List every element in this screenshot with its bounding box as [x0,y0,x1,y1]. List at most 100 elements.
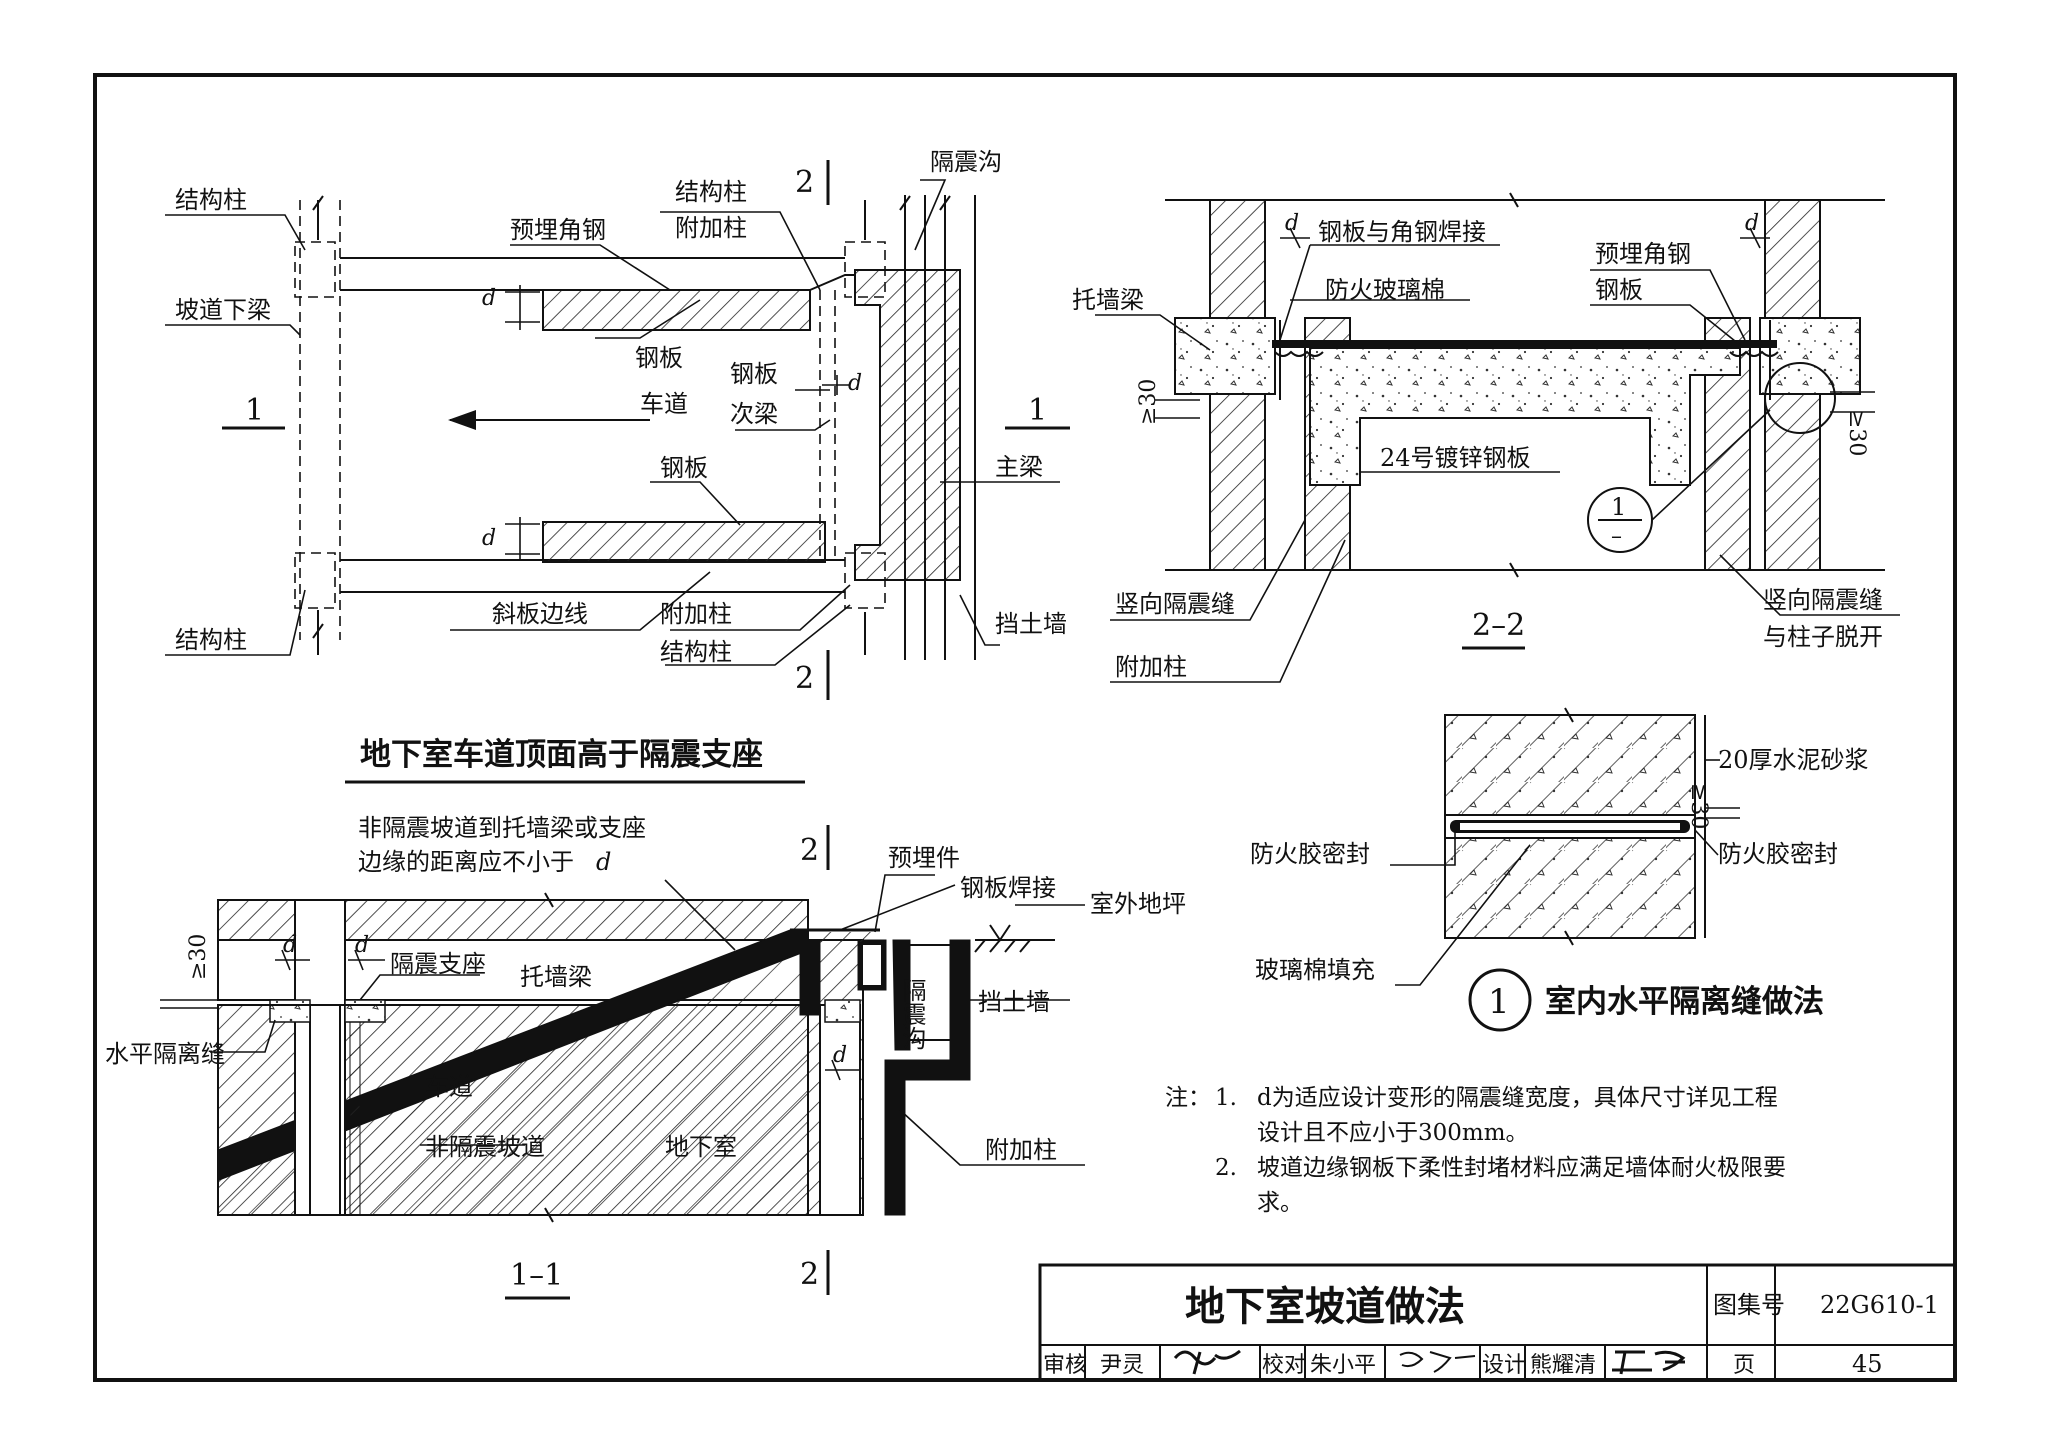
label-vert-joint-r1: 竖向隔震缝 [1763,586,1883,614]
label-col-bl: 结构柱 [175,626,247,654]
bearing-left [269,999,311,1023]
label-steel-bottom: 钢板 [660,454,708,482]
check-label: 校对 [1262,1353,1306,1378]
steel-plate-top [542,289,811,331]
retaining-wall-black [884,939,971,1216]
label-steel-mid: 钢板 [730,360,778,388]
detail-1: 20厚水泥砂浆 ≥30 防火胶密封 防火胶密封 玻璃棉填充 1 室内水平隔离缝做… [1250,707,1869,1032]
label-d-left-22: d [1285,211,1299,236]
plan-caption: 地下室车道顶面高于隔震支座 [360,737,763,773]
detail-sheet: – [1611,524,1622,549]
label-non-iso-ramp: 非隔震坡道 [425,1133,545,1161]
label-steel-22: 钢板 [1595,276,1643,304]
label-retaining-wall: 挡土墙 [995,610,1067,638]
label-lane: 车道 [640,390,688,418]
section-mark-11-top: 2 [800,833,819,868]
label-mortar: 20厚水泥砂浆 [1718,746,1869,774]
title-block: 地下室坡道做法 图集号 22G610-1 审核 尹灵 校对 朱小平 设计 熊耀清… [1038,1263,1957,1382]
label-d-mid: d [848,371,862,396]
section-mark-11-bottom: 2 [800,1257,819,1292]
label-add-col-bottom: 附加柱 [660,600,732,628]
note-d: d [596,848,611,876]
designer-name: 熊耀清 [1530,1353,1596,1378]
steel-plate-bottom [542,521,826,563]
label-horiz-joint: 水平隔离缝 [105,1040,225,1068]
design-label: 设计 [1482,1353,1526,1378]
label-add-col-22: 附加柱 [1115,653,1187,681]
label-wall-beam-11: 托墙梁 [520,963,592,991]
note-2-line2: 求。 [1257,1190,1303,1216]
label-ge30-d1: ≥30 [1686,783,1711,829]
label-col-bottom: 结构柱 [660,638,732,666]
label-weld-11: 钢板焊接 [960,874,1056,902]
main-beam [854,269,961,581]
label-add-col-11: 附加柱 [985,1136,1057,1164]
title-text: 地下室坡道做法 [1185,1283,1465,1330]
review-label: 审核 [1043,1353,1087,1378]
label-d-top: d [482,286,496,311]
label-glass-fill: 玻璃棉填充 [1255,956,1375,984]
checker-signature [1399,1351,1476,1373]
label-trench: 隔震沟 [930,148,1002,176]
label-seal-right: 防火胶密封 [1718,840,1838,868]
sheet-border [93,73,1957,1382]
label-d-right-22: d [1745,211,1759,236]
label-weld: 钢板与角钢焊接 [1318,218,1486,246]
label-retaining-wall-11: 挡土墙 [978,988,1050,1016]
note-line1: 非隔震坡道到托墙梁或支座 [358,814,646,842]
section-22-caption: 2–2 [1472,608,1525,643]
note-1-line2: 设计且不应小于300mm。 [1257,1120,1529,1146]
label-seal-left: 防火胶密封 [1250,840,1370,868]
note-1-num: 1. [1215,1085,1237,1111]
label-d3-11: d [833,1043,847,1068]
detail-1-number: 1 [1488,982,1510,1022]
label-ramp-beam: 坡道下梁 [175,296,271,324]
section-mark-right: 1 [1028,393,1047,428]
bearing-right [344,999,386,1023]
label-slope-edge: 斜板边线 [492,600,588,628]
detail-num: 1 [1611,493,1626,521]
page-number: 45 [1852,1350,1883,1378]
checker-name: 朱小平 [1310,1353,1376,1378]
label-steel-top: 钢板 [635,344,683,372]
note-1-line1: d为适应设计变形的隔震缝宽度，具体尺寸详见工程 [1257,1085,1778,1111]
label-main-beam: 主梁 [995,453,1043,481]
reviewer-name: 尹灵 [1100,1353,1144,1378]
section-mark-left: 1 [245,393,264,428]
label-fire-wool: 防火玻璃棉 [1325,276,1445,304]
page-label: 页 [1733,1353,1755,1378]
label-col-tl: 结构柱 [175,186,247,214]
label-ge30-left: ≥30 [1136,379,1161,425]
label-ge30-right: ≥30 [1844,410,1869,456]
section-mark-bottom: 2 [795,661,814,696]
label-ge30-11: ≥30 [186,934,211,980]
reviewer-signature [1173,1349,1241,1375]
detail-1-circle [1468,968,1532,1032]
label-vert-joint-r2: 与柱子脱开 [1763,623,1883,651]
note-2-line1: 坡道边缘钢板下柔性封堵材料应满足墙体耐火极限要 [1257,1155,1786,1181]
label-d1-11: d [283,933,297,958]
notes: 注： 1. d为适应设计变形的隔震缝宽度，具体尺寸详见工程 设计且不应小于300… [1165,1085,1786,1216]
label-secondary-beam: 次梁 [730,400,778,428]
label-basement: 地下室 [665,1133,737,1161]
label-embed: 预埋件 [888,844,960,872]
section-mark-top: 2 [795,165,814,200]
label-trench-11: 隔震沟 [898,978,926,1050]
label-embed-angle-22: 预埋角钢 [1595,240,1691,268]
designer-signature [1612,1350,1686,1375]
label-add-col-top: 附加柱 [675,214,747,242]
label-bearing: 隔震支座 [390,950,486,978]
label-d-bottom: d [482,526,496,551]
label-col-top: 结构柱 [675,178,747,206]
label-embed-angle: 预埋角钢 [510,216,606,244]
label-galv: 24号镀锌钢板 [1380,444,1531,472]
label-lane-11: 车道 [425,1073,473,1101]
label-wall-beam: 托墙梁 [1072,286,1144,314]
label-outdoor: 室外地坪 [1090,890,1186,918]
label-vert-joint: 竖向隔震缝 [1115,590,1235,618]
label-d2-11: d [355,933,369,958]
note-line2: 边缘的距离应不小于 [358,848,574,876]
plan-view: 结构柱 坡道下梁 结构柱 预埋角钢 结构柱 附加柱 隔震沟 钢板 钢板 车道 次… [165,148,1070,784]
section-2-2: 钢板与角钢焊接 预埋角钢 托墙梁 防火玻璃棉 钢板 24号镀锌钢板 ≥30 ≥3… [1072,192,1900,683]
